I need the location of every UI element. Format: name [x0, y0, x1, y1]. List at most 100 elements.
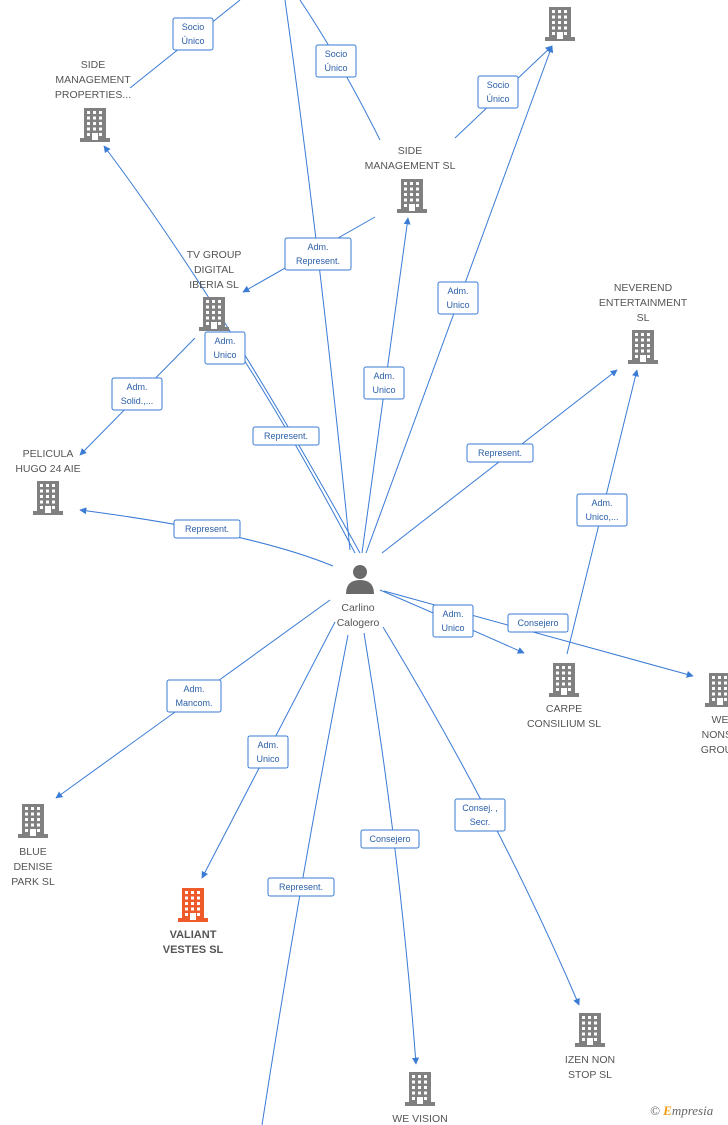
- node-label-text: DENISE: [13, 861, 52, 873]
- company-label-side_props[interactable]: SIDE MANAGEMENT PROPERTIES...: [55, 59, 131, 101]
- edge-label[interactable]: Represent.: [267, 877, 335, 897]
- edge-label-text: Unico,...: [585, 512, 618, 522]
- node-label-text: IBERIA SL: [189, 279, 239, 291]
- building-icon: [575, 1013, 605, 1047]
- edge-label-text: Unico: [256, 754, 279, 764]
- node-label-text: WE VISION: [392, 1113, 447, 1125]
- brand-name: mpresia: [671, 1103, 714, 1118]
- edge-label-text: Único: [486, 94, 509, 104]
- building-icon: [549, 663, 579, 697]
- edge-label-text: Único: [324, 63, 347, 73]
- edge-label[interactable]: Adm.Represent.: [284, 237, 352, 271]
- edge-label-text: Represent.: [185, 524, 229, 534]
- node-label-text: WE: [712, 714, 728, 726]
- edge-label-text: Adm.: [126, 382, 147, 392]
- node-label-text: CARPE: [546, 703, 582, 715]
- node-label-text: MANAGEMENT: [55, 74, 131, 86]
- company-label-side_mgmt[interactable]: SIDE MANAGEMENT SL: [365, 145, 456, 172]
- edge-label[interactable]: Represent.: [173, 519, 241, 539]
- edge-label-text: Represent.: [264, 431, 308, 441]
- edge-label-text: Adm.: [373, 371, 394, 381]
- person-icon: [346, 565, 374, 594]
- edge-label-text: Secr.: [470, 817, 491, 827]
- company-label-tvgroup[interactable]: TV GROUP DIGITAL IBERIA SL: [187, 249, 242, 291]
- node-label-text: GROUP: [701, 744, 728, 756]
- edge-label-text: Consejero: [517, 618, 558, 628]
- building-icon: [628, 330, 658, 364]
- copyright-symbol: ©: [650, 1103, 660, 1118]
- edge-label-text: Consej. ,: [462, 803, 498, 813]
- building-icon: [33, 481, 63, 515]
- node-label-text: PELICULA: [23, 448, 74, 460]
- node-label-text: Calogero: [337, 617, 380, 629]
- edge-line: [383, 590, 694, 678]
- edge-label-text: Adm.: [183, 684, 204, 694]
- edge-label-text: Socio: [182, 22, 205, 32]
- building-icon: [178, 888, 208, 922]
- company-label-pelicula[interactable]: PELICULA HUGO 24 AIE: [15, 448, 80, 475]
- empresia-brand: © Empresia: [650, 1103, 713, 1119]
- edge-label-text: Unico: [446, 300, 469, 310]
- node-label-text: SIDE: [81, 59, 106, 71]
- edge-label[interactable]: Consej. , Secr.: [454, 798, 506, 832]
- edge-label-text: Consejero: [369, 834, 410, 844]
- node-label-text: SL: [637, 312, 650, 324]
- edge-line: [363, 632, 420, 1065]
- node-label-text: SIDE: [398, 145, 423, 157]
- edge-label[interactable]: Adm.Unico: [432, 604, 474, 638]
- building-icon: [199, 297, 229, 331]
- brand-logo-icon: E: [663, 1103, 672, 1118]
- edge-label-text: Unico: [441, 623, 464, 633]
- building-icon: [397, 179, 427, 213]
- node-label-text: Carlino: [341, 602, 374, 614]
- company-label-neverend[interactable]: NEVEREND ENTERTAINMENT SL: [599, 282, 688, 324]
- building-icon: [80, 108, 110, 142]
- node-label-text: VESTES SL: [163, 944, 224, 956]
- edge-label-text: Represent.: [279, 882, 323, 892]
- edge-label[interactable]: Adm. Unico: [363, 366, 405, 400]
- edge-label[interactable]: Represent.: [252, 426, 320, 446]
- edge-label[interactable]: Adm. Solid.,...: [111, 377, 163, 411]
- edge-label[interactable]: Adm.Unico: [247, 735, 289, 769]
- node-label-text: ENTERTAINMENT: [599, 297, 688, 309]
- company-label-valiant[interactable]: VALIANT VESTES SL: [163, 929, 224, 956]
- node-label-text: DIGITAL: [194, 264, 234, 276]
- edge-label-text: Adm.: [214, 336, 235, 346]
- edge-label-text: Socio: [325, 49, 348, 59]
- edge-label-text: Unico: [213, 350, 236, 360]
- node-label-text: PARK SL: [11, 876, 55, 888]
- node-label-text: HUGO 24 AIE: [15, 463, 80, 475]
- edge-label[interactable]: Represent.: [466, 443, 534, 463]
- building-icon: [545, 7, 575, 41]
- node-label-text: TV GROUP: [187, 249, 242, 261]
- company-label-wevision[interactable]: WE VISION: [392, 1113, 447, 1125]
- edge-label-text: Adm.: [447, 286, 468, 296]
- edge-label[interactable]: Adm.Unico,...: [576, 493, 628, 527]
- edge-label[interactable]: Adm. Unico: [204, 331, 246, 365]
- building-icon: [18, 804, 48, 838]
- node-label-text: MANAGEMENT SL: [365, 160, 456, 172]
- edge-label-text: Unico: [372, 385, 395, 395]
- edge-label[interactable]: Adm. Unico: [437, 281, 479, 315]
- edge-label-text: Solid.,...: [121, 396, 154, 406]
- node-label-text: PROPERTIES...: [55, 89, 131, 101]
- node-label-text: BLUE: [19, 846, 46, 858]
- node-label-text: NEVEREND: [614, 282, 673, 294]
- edge-label[interactable]: Consejero: [507, 613, 569, 633]
- edge-line: [284, 0, 351, 551]
- edge-label-text: Represent.: [478, 448, 522, 458]
- edge-label-text: Mancom.: [175, 698, 212, 708]
- node-label-text: VALIANT: [170, 929, 217, 941]
- edge-label[interactable]: Adm. Mancom.: [166, 679, 222, 713]
- company-label-blue[interactable]: BLUE DENISE PARK SL: [11, 846, 55, 888]
- edge-label[interactable]: Consejero: [360, 829, 420, 849]
- building-icon: [405, 1072, 435, 1106]
